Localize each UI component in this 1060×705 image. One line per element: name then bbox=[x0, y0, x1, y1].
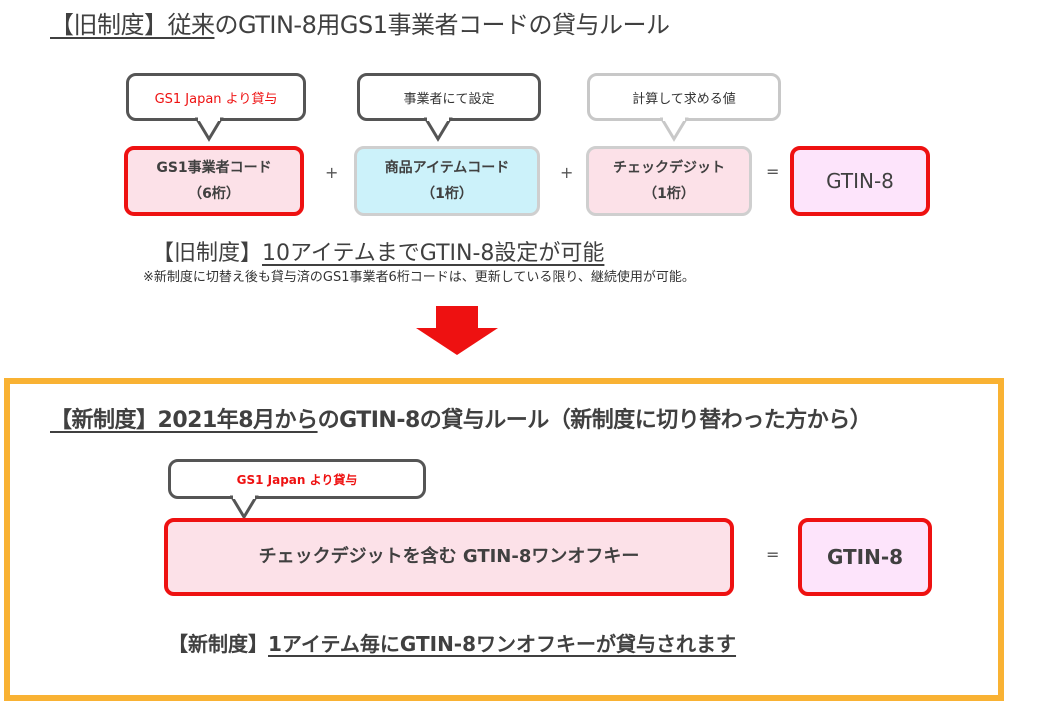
bubble-gs1-text: GS1 Japan より貸与 bbox=[154, 91, 278, 107]
new-system-title: 【新制度】2021年8月からのGTIN-8の貸与ルール（新制度に切り替わった方か… bbox=[50, 402, 872, 434]
old-note: ※新制度に切替え後も貸与済のGS1事業者6桁コードは、更新している限り、継続使用… bbox=[143, 270, 695, 285]
bubble-calc-text: 計算して求める値 bbox=[632, 91, 736, 107]
old-title-underlined: 従来 bbox=[167, 11, 216, 39]
new-footer: 【新制度】1アイテム毎にGTIN-8ワンオフキーが貸与されます bbox=[168, 628, 736, 657]
bubble-gs1-tail bbox=[195, 117, 224, 142]
old-title-text: のGTIN-8用GS1事業者コードの貸与ルール bbox=[214, 11, 670, 39]
equals-operator-old: = bbox=[766, 162, 780, 181]
bubble-gs1-lends-new: GS1 Japan より貸与 bbox=[168, 459, 426, 499]
new-title-bracket: 【新制度】 bbox=[50, 408, 158, 433]
company-code-label: GS1事業者コード bbox=[156, 160, 272, 176]
gtin8-result-new: GTIN-8 bbox=[826, 545, 904, 569]
bubble-calc-value: 計算して求める値 bbox=[587, 73, 781, 121]
bubble-gs1-new-text: GS1 Japan より貸与 bbox=[236, 472, 358, 487]
plus-operator-1: + bbox=[325, 163, 339, 182]
down-arrow-stem bbox=[436, 306, 478, 328]
bubble-calc-tail bbox=[660, 117, 689, 142]
company-code-digits: （6桁） bbox=[188, 186, 240, 202]
check-digit-digits: （1桁） bbox=[643, 186, 695, 202]
company-code-box: GS1事業者コード （6桁） bbox=[124, 146, 304, 216]
gtin8-result-box-old: GTIN-8 bbox=[790, 146, 930, 216]
new-footer-text: 1アイテム毎にGTIN-8ワンオフキーが貸与されます bbox=[268, 632, 737, 656]
gtin8-result-box-new: GTIN-8 bbox=[798, 518, 932, 596]
new-system-frame bbox=[4, 378, 1004, 701]
new-title-text: のGTIN-8の貸与ルール（新制度に切り替わった方から） bbox=[317, 408, 872, 433]
old-headline-text: 10アイテムまでGTIN-8設定が可能 bbox=[262, 241, 605, 266]
new-title-underlined: 2021年8月から bbox=[157, 408, 319, 433]
check-digit-box: チェックデジット （1桁） bbox=[586, 146, 752, 216]
item-code-digits: （1桁） bbox=[421, 186, 473, 202]
gtin8-result-old: GTIN-8 bbox=[826, 169, 894, 193]
one-off-key-box: チェックデジットを含む GTIN-8ワンオフキー bbox=[164, 518, 734, 596]
old-headline-bracket: 【旧制度】 bbox=[152, 241, 263, 266]
new-footer-bracket: 【新制度】 bbox=[168, 632, 268, 656]
check-digit-label: チェックデジット bbox=[613, 160, 725, 176]
item-code-label: 商品アイテムコード bbox=[384, 160, 510, 176]
old-headline: 【旧制度】10アイテムまでGTIN-8設定が可能 bbox=[152, 235, 604, 267]
item-code-box: 商品アイテムコード （1桁） bbox=[354, 146, 540, 216]
plus-operator-2: + bbox=[560, 163, 574, 182]
bubble-gs1-lends: GS1 Japan より貸与 bbox=[126, 73, 306, 121]
down-arrow-icon bbox=[416, 328, 498, 355]
one-off-key-label: チェックデジットを含む GTIN-8ワンオフキー bbox=[258, 546, 640, 567]
bubble-gs1-new-tail bbox=[230, 495, 259, 520]
old-system-title: 【旧制度】従来のGTIN-8用GS1事業者コードの貸与ルール bbox=[50, 5, 670, 40]
bubble-company-text: 事業者にて設定 bbox=[403, 91, 495, 107]
bubble-company-tail bbox=[424, 117, 453, 142]
bubble-company-sets: 事業者にて設定 bbox=[357, 73, 541, 121]
equals-operator-new: = bbox=[766, 545, 780, 564]
old-title-bracket: 【旧制度】 bbox=[50, 11, 168, 39]
